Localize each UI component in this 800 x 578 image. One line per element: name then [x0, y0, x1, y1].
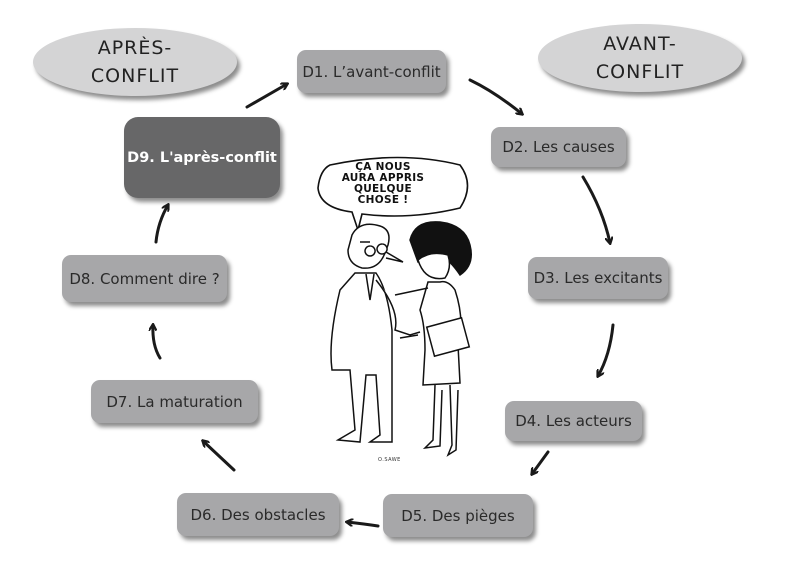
step-d9-label: D9. L'après-conflit	[127, 149, 277, 166]
arrow-d2-to-d3	[581, 175, 610, 243]
bubble-line-2: AURA APPRIS	[341, 172, 425, 184]
arrow-d7-to-d8	[153, 325, 162, 360]
speech-bubble-icon	[317, 156, 469, 233]
step-d5: D5. Des pièges	[383, 494, 533, 537]
arrow-d5-to-d6	[347, 522, 380, 528]
artist-signature: O.SAWE	[378, 457, 401, 463]
step-d2: D2. Les causes	[491, 127, 626, 167]
step-d7-label: D7. La maturation	[106, 392, 243, 411]
speech-bubble-text: ÇA NOUS AURA APPRIS QUELQUE CHOSE !	[318, 162, 448, 206]
step-d1-label: D1. L’avant-conflit	[302, 62, 441, 81]
woman-figure-icon	[394, 221, 472, 457]
step-d8: D8. Comment dire ?	[62, 255, 227, 302]
phase-avant-line2: CONFLIT	[595, 61, 685, 83]
phase-apres-line2: CONFLIT	[90, 65, 180, 87]
arrow-d4-to-d5	[532, 450, 550, 474]
man-figure-icon	[330, 223, 421, 443]
phase-apres-conflit: APRÈS- CONFLIT	[33, 28, 237, 96]
phase-apres-line1: APRÈS-	[97, 37, 173, 59]
step-d3: D3. Les excitants	[528, 257, 668, 299]
bubble-line-1: ÇA NOUS	[355, 161, 411, 173]
bubble-line-4: CHOSE !	[357, 194, 409, 206]
arrow-d8-to-d9	[154, 205, 168, 244]
arrow-d9-to-d1	[245, 84, 287, 109]
step-d8-label: D8. Comment dire ?	[69, 269, 220, 288]
step-d2-label: D2. Les causes	[502, 138, 615, 156]
step-d6-label: D6. Des obstacles	[190, 505, 326, 524]
step-d7: D7. La maturation	[91, 380, 258, 423]
bubble-line-3: QUELQUE	[353, 183, 413, 195]
step-d6: D6. Des obstacles	[177, 493, 339, 536]
step-d3-label: D3. Les excitants	[533, 269, 663, 287]
phase-avant-line1: AVANT-	[603, 33, 677, 55]
step-d9-highlighted: D9. L'après-conflit	[124, 117, 280, 198]
step-d4-label: D4. Les acteurs	[515, 412, 632, 430]
arrow-d6-to-d7	[203, 441, 236, 472]
step-d1: D1. L’avant-conflit	[297, 50, 446, 93]
arrow-d1-to-d2	[468, 78, 522, 114]
step-d4: D4. Les acteurs	[505, 401, 642, 441]
arrow-d3-to-d4	[598, 323, 615, 376]
phase-avant-conflit: AVANT- CONFLIT	[538, 24, 742, 92]
handshake-cartoon	[317, 156, 472, 457]
step-d5-label: D5. Des pièges	[401, 506, 515, 525]
